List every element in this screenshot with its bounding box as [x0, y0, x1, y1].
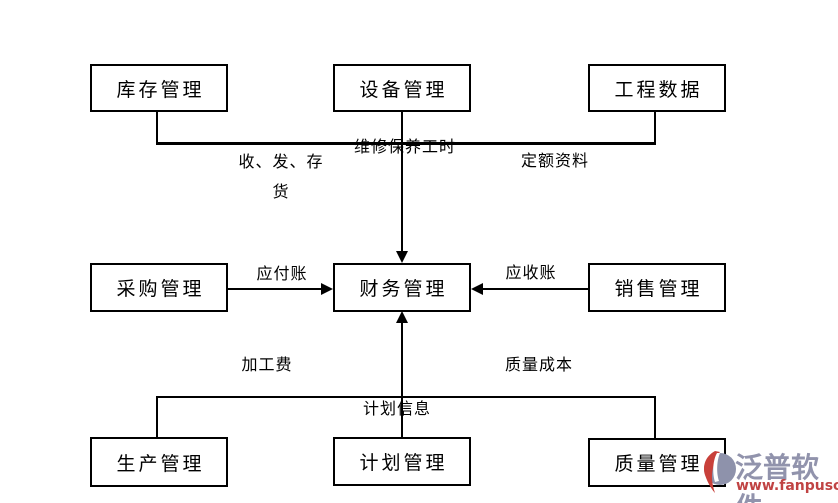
edge-label-purchasing: 应付账	[256, 264, 308, 283]
edge-purchasing-to-finance-line	[228, 288, 324, 290]
edge-bottom-connector-line	[156, 396, 656, 398]
vendor-watermark: 泛普软件 www.fanpusoft.com	[701, 448, 838, 503]
vendor-url: www.fanpusoft.com	[736, 478, 838, 494]
edge-engineering-stub-line	[654, 111, 656, 145]
edge-label-production: 加工费	[241, 355, 293, 374]
edge-label-planning: 计划信息	[362, 399, 431, 418]
edge-label-quality: 质量成本	[504, 355, 573, 374]
arrowhead-finance-left-icon	[321, 283, 333, 295]
node-quality: 质量管理	[588, 438, 726, 487]
edge-quality-stub-line	[654, 396, 656, 439]
arrowhead-finance-bottom-icon	[396, 311, 408, 323]
arrowhead-finance-right-icon	[471, 283, 483, 295]
arrowhead-finance-top-icon	[396, 251, 408, 263]
node-planning: 计划管理	[333, 437, 471, 486]
edge-label-engineering: 定额资料	[520, 151, 589, 170]
edge-planning-to-finance-line	[401, 322, 403, 438]
vendor-brand-name: 泛普软件	[735, 451, 820, 503]
node-equipment: 设备管理	[333, 64, 471, 112]
edge-production-stub-line	[156, 396, 158, 438]
fanpu-logo-icon	[704, 451, 736, 493]
edge-inventory-stub-line	[156, 111, 158, 145]
edge-label-sales: 应收账	[505, 263, 557, 282]
node-production: 生产管理	[90, 437, 228, 487]
edge-top-connector-line	[156, 142, 656, 145]
edge-equipment-to-finance-line	[401, 111, 403, 253]
node-engineering: 工程数据	[588, 64, 726, 112]
node-sales: 销售管理	[588, 263, 726, 312]
edge-label-inventory: 收、发、存 货	[238, 152, 324, 201]
node-purchasing: 采购管理	[90, 263, 228, 312]
edge-label-equipment: 维修保养工时	[353, 137, 456, 156]
node-inventory: 库存管理	[90, 64, 228, 112]
edge-sales-to-finance-line	[482, 288, 588, 290]
node-finance: 财务管理	[333, 263, 471, 312]
